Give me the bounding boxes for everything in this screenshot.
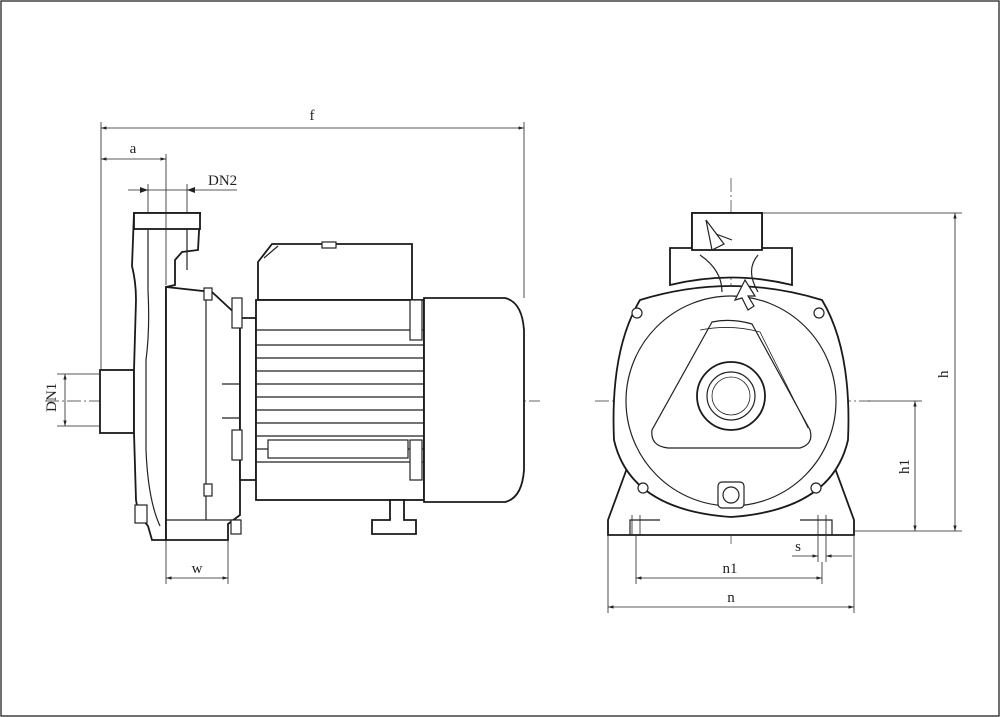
dim-label-dn1: DN1: [44, 383, 60, 412]
dim-label-s: s: [795, 539, 801, 555]
front-view: h h1 s n1 n: [595, 178, 962, 613]
dim-label-dn2: DN2: [208, 173, 237, 189]
dim-label-a: a: [130, 141, 137, 157]
dim-label-n: n: [727, 590, 735, 606]
dim-label-f: f: [310, 108, 315, 124]
dim-label-n1: n1: [723, 561, 738, 577]
side-view: f a DN2 DN1 w: [44, 108, 540, 584]
dim-label-w: w: [192, 561, 203, 577]
dim-label-h1: h1: [897, 459, 913, 474]
dim-label-h: h: [936, 370, 952, 378]
